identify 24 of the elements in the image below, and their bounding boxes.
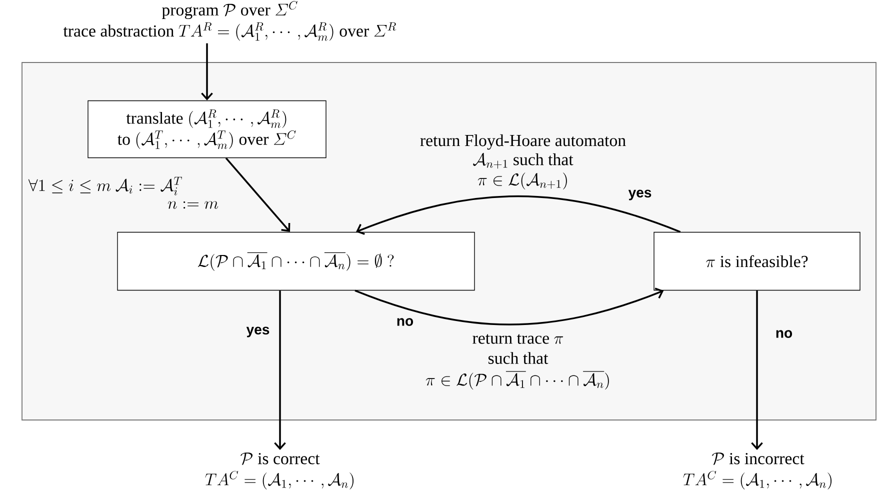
result-text: $\mathcal{P}\text{ is correct}$ $TA^C = (\mathcal{A}_1, \cdots , \mathcal{A}_n)$: [205, 452, 354, 490]
arrow: [274, 290, 286, 450]
annotation: $\text{such that}$: [488, 352, 548, 364]
annotation: $\text{return Floyd-Hoare automaton}$: [420, 134, 626, 150]
edge-label: no: [397, 318, 414, 326]
annotation: $\mathcal{A}_{n+1}\text{ such that}$: [473, 152, 574, 169]
arrow: [201, 43, 213, 100]
input-text: $\text{program }\mathcal{P}\text{ over }\varSigma^C$ $\text{trace abstraction }TA^R = (\mathcal{A}_1^R, \cdots , \mathcal{A}_m^R)\text{ over }\varSigma^R$: [63, 1, 396, 41]
arrow: [354, 288, 664, 326]
arrow: [751, 290, 763, 450]
annotation: $\pi \in \mathcal{L}(\mathcal{P} \cap \overline{\mathcal{A}_1} \cap \cdots \cap \overline{\mathcal{A}_n})$: [426, 371, 609, 390]
edge-label: yes: [628, 190, 652, 200]
process-box: $\pi\text{ is infeasible?}$: [654, 232, 860, 291]
result-text: $\mathcal{P}\text{ is incorrect}$ $TA^C = (\mathcal{A}_1, \cdots , \mathcal{A}_n)$: [683, 452, 832, 490]
annotation: $\forall 1 \leq i \leq m\ \mathcal{A}_i := \mathcal{A}_i^T$: [28, 176, 182, 196]
edge-label: no: [776, 330, 792, 338]
process-box: $\mathcal{L}(\mathcal{P} \cap \overline{\mathcal{A}_1} \cap \cdots \cap \overline{\mathcal{A}_n}) = \emptyset\ ?$: [117, 232, 475, 291]
annotation: $\text{return trace }\pi$: [472, 334, 564, 344]
process-box: $\text{translate }(\mathcal{A}_1^R, \cdots , \mathcal{A}_m^R)$ $\text{to }(\mathcal{A}_1^T, \cdots , \mathcal{A}_m^T)\text{ over }\varSigma^C$: [88, 100, 326, 158]
edge-label: yes: [246, 326, 270, 338]
arrow: [356, 195, 681, 235]
arrow: [225, 158, 290, 232]
annotation: $n := m$: [168, 201, 218, 209]
annotation: $\pi \in \mathcal{L}(\mathcal{A}_{n+1})$: [478, 172, 567, 190]
